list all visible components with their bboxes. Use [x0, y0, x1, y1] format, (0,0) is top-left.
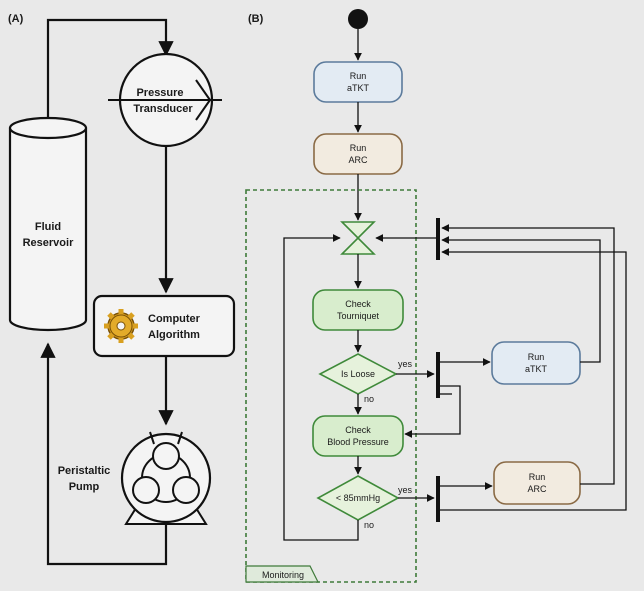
join-bar-top [436, 218, 440, 260]
run-arc-top-line1: Run [350, 143, 367, 153]
run-atkt-right-line1: Run [528, 352, 545, 362]
check-tourniquet-line2: Tourniquet [337, 311, 380, 321]
pump-label-1: Peristaltic [58, 465, 111, 477]
arrow-arc-return [441, 224, 615, 485]
transducer-label-2: Transducer [133, 103, 193, 115]
pipe-to-reservoir [40, 342, 168, 566]
merge-node [340, 221, 376, 255]
fork-bar-loose [436, 352, 440, 398]
run-arc-top: Run ARC [313, 133, 403, 175]
bp-threshold-yes: yes [398, 485, 413, 495]
panel-a-label: (A) [8, 13, 24, 25]
arrow-fork-bp [404, 385, 461, 438]
run-atkt-top: Run aTKT [313, 61, 403, 103]
arrow-threshold-no-loop [283, 234, 359, 541]
panel-b: (B) Run aTKT Run ARC Monitoring [245, 9, 627, 583]
monitoring-tab: Monitoring [245, 565, 319, 583]
fluid-reservoir: Fluid Reservoir [8, 116, 88, 332]
is-loose-decision: Is Loose [318, 353, 398, 395]
gear-icon [104, 309, 138, 343]
check-bp-line2: Blood Pressure [327, 437, 389, 447]
monitoring-region [245, 189, 417, 583]
pipe-to-transducer [46, 18, 174, 118]
panel-b-label: (B) [248, 13, 264, 25]
run-atkt-top-line1: Run [350, 71, 367, 81]
bp-threshold-decision: < 85mmHg [316, 475, 400, 521]
peristaltic-pump [120, 431, 212, 525]
is-loose-label: Is Loose [341, 369, 375, 379]
computer-algorithm: Computer Algorithm [92, 294, 236, 358]
transducer-label-1: Pressure [136, 87, 183, 99]
algorithm-label-2: Algorithm [148, 329, 200, 341]
check-bp-line1: Check [345, 425, 371, 435]
reservoir-label-2: Reservoir [23, 237, 74, 249]
run-arc-right-line1: Run [529, 472, 546, 482]
pressure-transducer: Pressure Transducer [108, 52, 222, 148]
run-arc-right-line2: ARC [527, 484, 547, 494]
arrow-atkt-return [441, 236, 601, 363]
run-atkt-right-line2: aTKT [525, 364, 548, 374]
arrow-fork-return [440, 248, 627, 511]
check-blood-pressure: Check Blood Pressure [312, 415, 404, 457]
reservoir-label-1: Fluid [35, 221, 61, 233]
is-loose-yes: yes [398, 359, 413, 369]
panel-a: (A) Fluid Reservoir Pressure Transducer [8, 13, 236, 566]
run-atkt-right: Run aTKT [491, 341, 581, 385]
check-tourniquet: Check Tourniquet [312, 289, 404, 331]
bp-threshold-label: < 85mmHg [336, 493, 380, 503]
start-node [348, 9, 368, 29]
is-loose-no: no [364, 394, 374, 404]
bp-threshold-no: no [364, 520, 374, 530]
run-arc-right: Run ARC [493, 461, 581, 505]
pump-label-2: Pump [69, 481, 100, 493]
check-tourniquet-line1: Check [345, 299, 371, 309]
algorithm-label-1: Computer [148, 313, 201, 325]
monitoring-label: Monitoring [262, 570, 304, 580]
run-arc-top-line2: ARC [348, 155, 368, 165]
run-atkt-top-line2: aTKT [347, 83, 370, 93]
fork-bar-threshold [436, 476, 440, 522]
